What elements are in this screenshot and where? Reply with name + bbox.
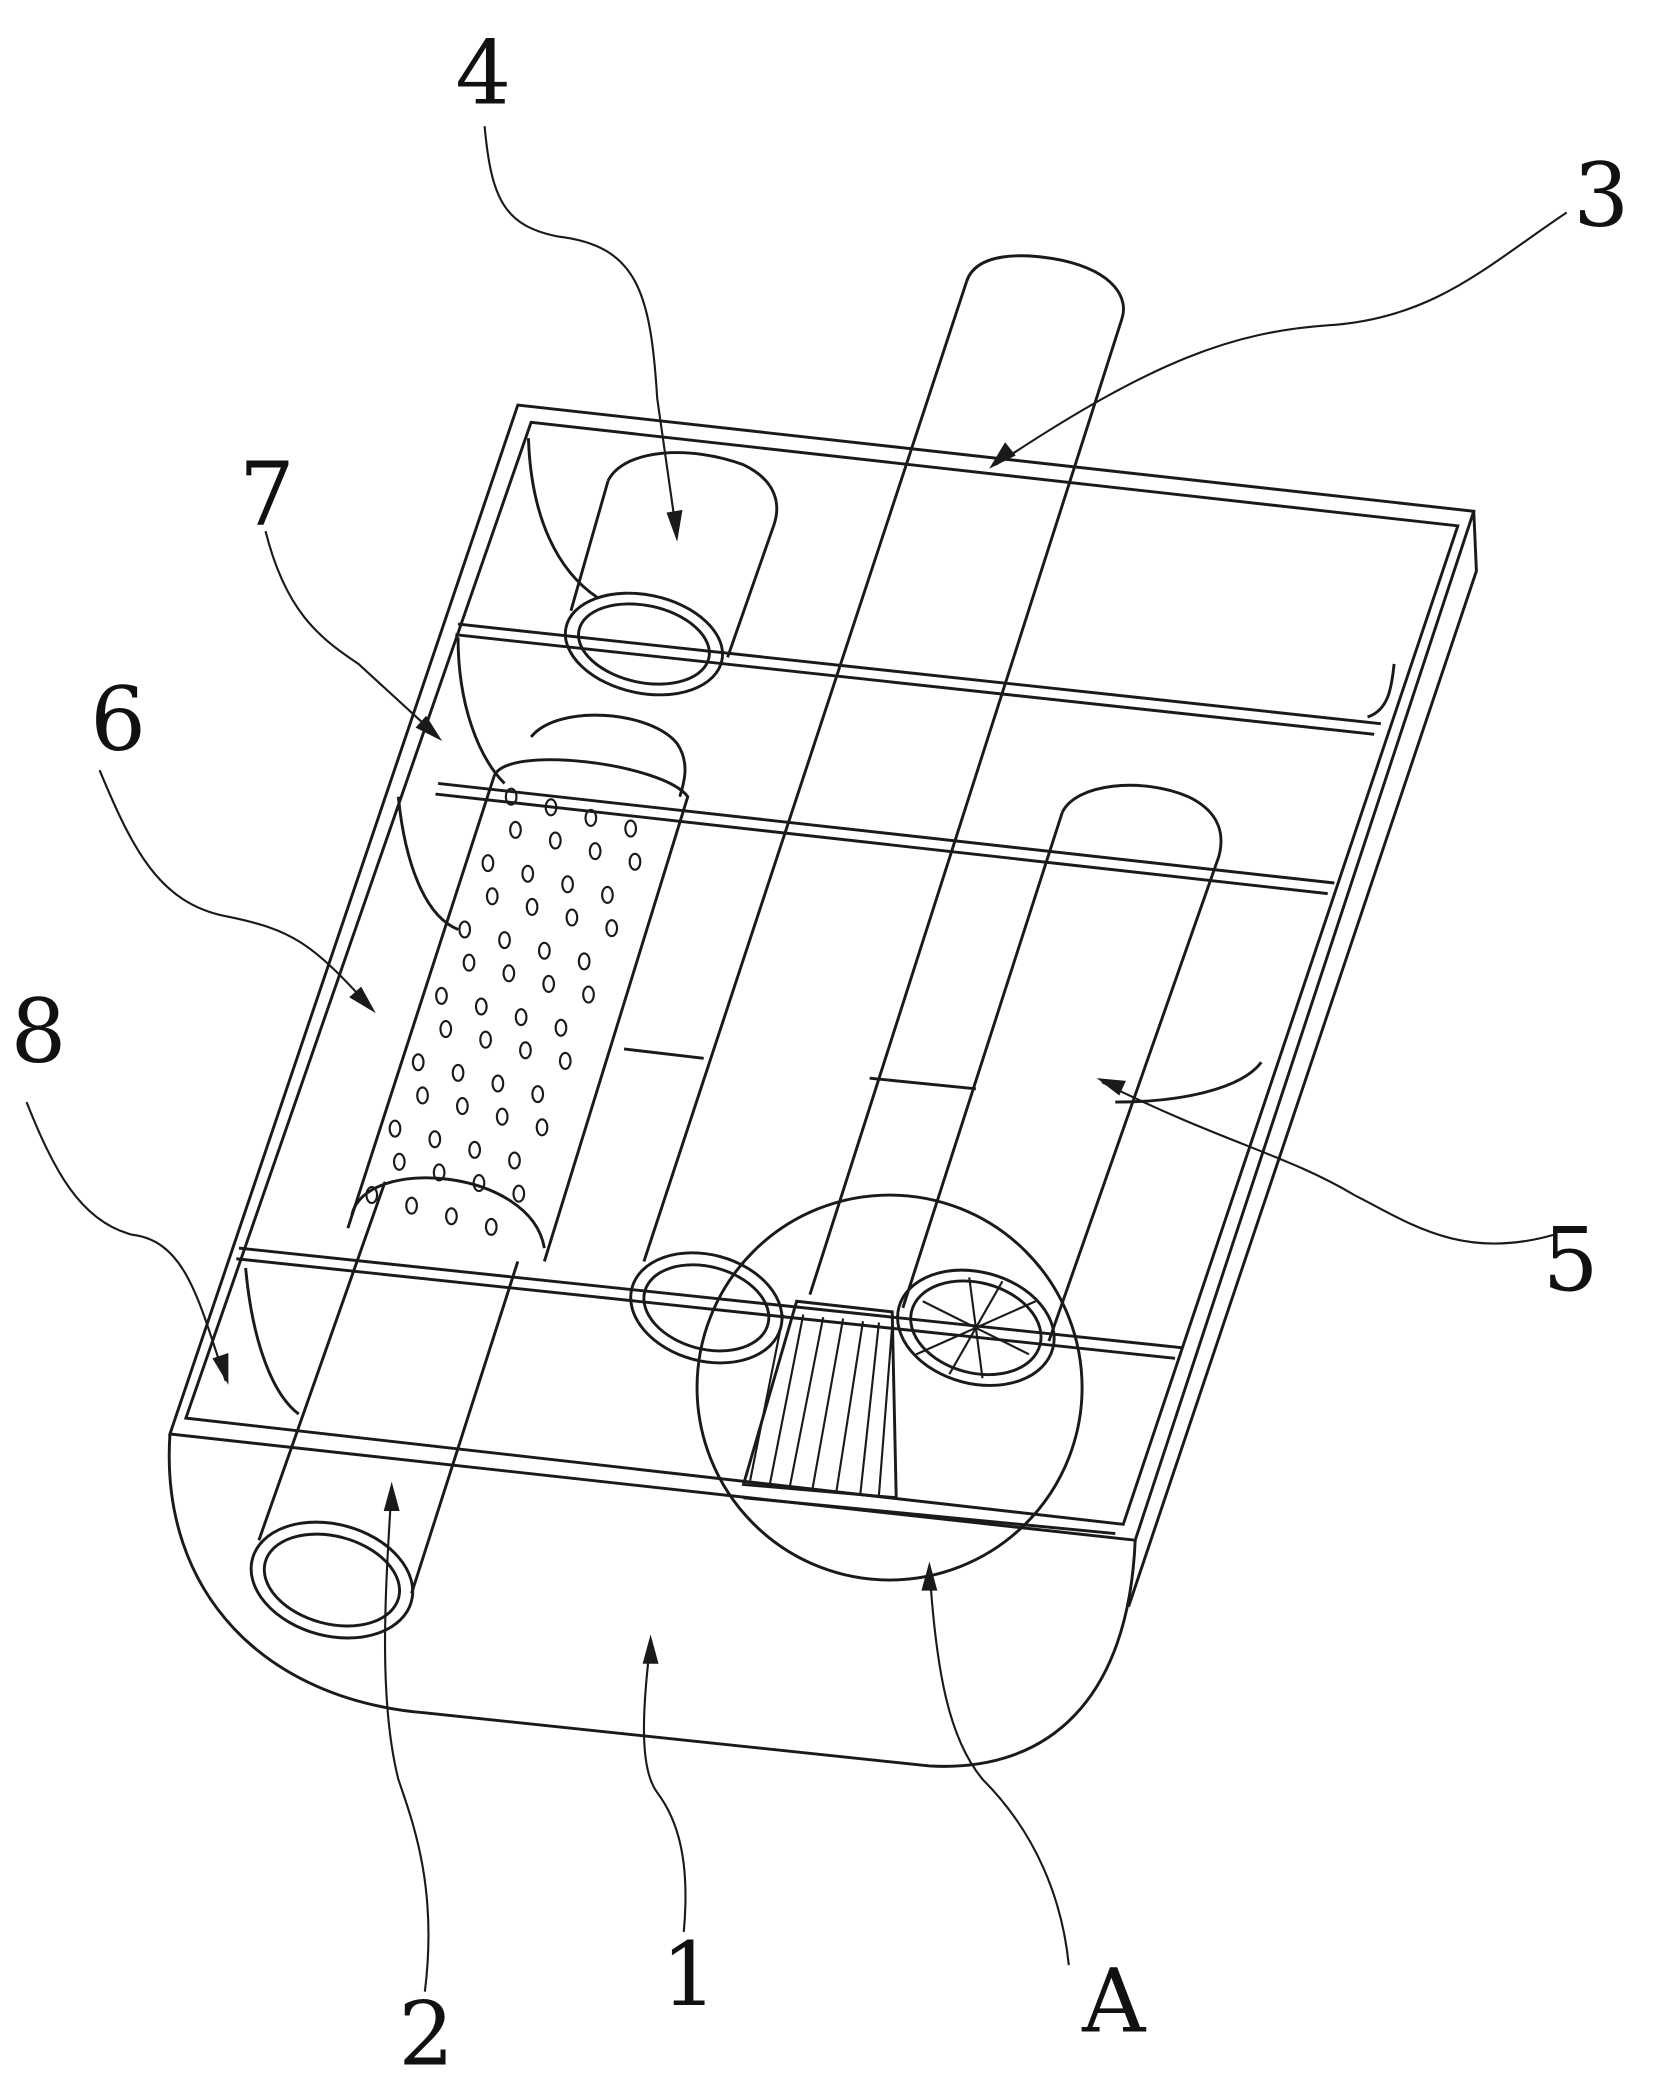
perforation-hole (520, 1042, 531, 1058)
perforation-hole (539, 943, 550, 959)
perforation-hole (532, 1086, 543, 1102)
perforation-hole (440, 1021, 451, 1037)
perforation-hole (590, 843, 601, 859)
perforation-hole (464, 955, 475, 971)
perforation-hole (562, 876, 573, 892)
perforation-hole (537, 1119, 548, 1135)
perforation-hole (436, 988, 447, 1004)
perforation-hole (550, 833, 561, 849)
label-1: 1 (661, 1924, 717, 2026)
perforation-hole (527, 899, 538, 915)
perforation-hole (579, 953, 590, 969)
perforation-hole (560, 1053, 571, 1069)
perforation-hole (487, 888, 498, 904)
pipe-4 (556, 453, 777, 709)
outlet-and-brush (618, 1237, 1115, 1534)
perforation-hole (493, 1076, 504, 1092)
perforation-hole (390, 1121, 401, 1137)
perforation-hole (499, 932, 510, 948)
perforation-hole (513, 1186, 524, 1202)
perforation-hole (474, 1175, 485, 1191)
label-5: 5 (1543, 1210, 1599, 1312)
perforation-hole (457, 1098, 468, 1114)
perforation-hole (504, 965, 515, 981)
perforation-hole (497, 1109, 508, 1125)
perforation-hole (567, 910, 578, 926)
perforation-hole (543, 976, 554, 992)
perforation-hole (476, 999, 487, 1015)
label-2: 2 (398, 1984, 454, 2086)
perforation-hole (602, 887, 613, 903)
label-7: 7 (239, 444, 295, 546)
perforation-hole (430, 1131, 441, 1147)
perforation-hole (406, 1198, 417, 1214)
perforation-hole (510, 822, 521, 838)
pipe-5 (884, 785, 1220, 1402)
perforation-hole (417, 1087, 428, 1103)
perforation-hole (459, 922, 470, 938)
perforation-hole (556, 1020, 567, 1036)
perforation-hole (486, 1219, 497, 1235)
perforation-hole (446, 1208, 457, 1224)
perforation-hole (469, 1142, 480, 1158)
leader-lines (27, 126, 1567, 1991)
perforation-hole (413, 1054, 424, 1070)
perforation-hole (516, 1009, 527, 1025)
label-6: 6 (90, 669, 146, 771)
perforation-hole (583, 987, 594, 1003)
perforation-hole (606, 920, 617, 936)
perforation-hole (509, 1153, 520, 1169)
perforation-hole (453, 1065, 464, 1081)
perforation-hole (630, 854, 641, 870)
perforation-hole (522, 866, 533, 882)
label-8: 8 (11, 981, 67, 1083)
label-4: 4 (455, 23, 511, 125)
pipe-3 (644, 256, 1124, 1295)
tray-body (169, 405, 1476, 1766)
perforation-hole (394, 1154, 405, 1170)
label-a: A (1081, 1950, 1147, 2052)
detail-circle-a (697, 1195, 1082, 1580)
perforation-hole (483, 855, 494, 871)
perforation-hole (625, 821, 636, 837)
perforation-hole (480, 1032, 491, 1048)
label-3: 3 (1573, 145, 1629, 247)
